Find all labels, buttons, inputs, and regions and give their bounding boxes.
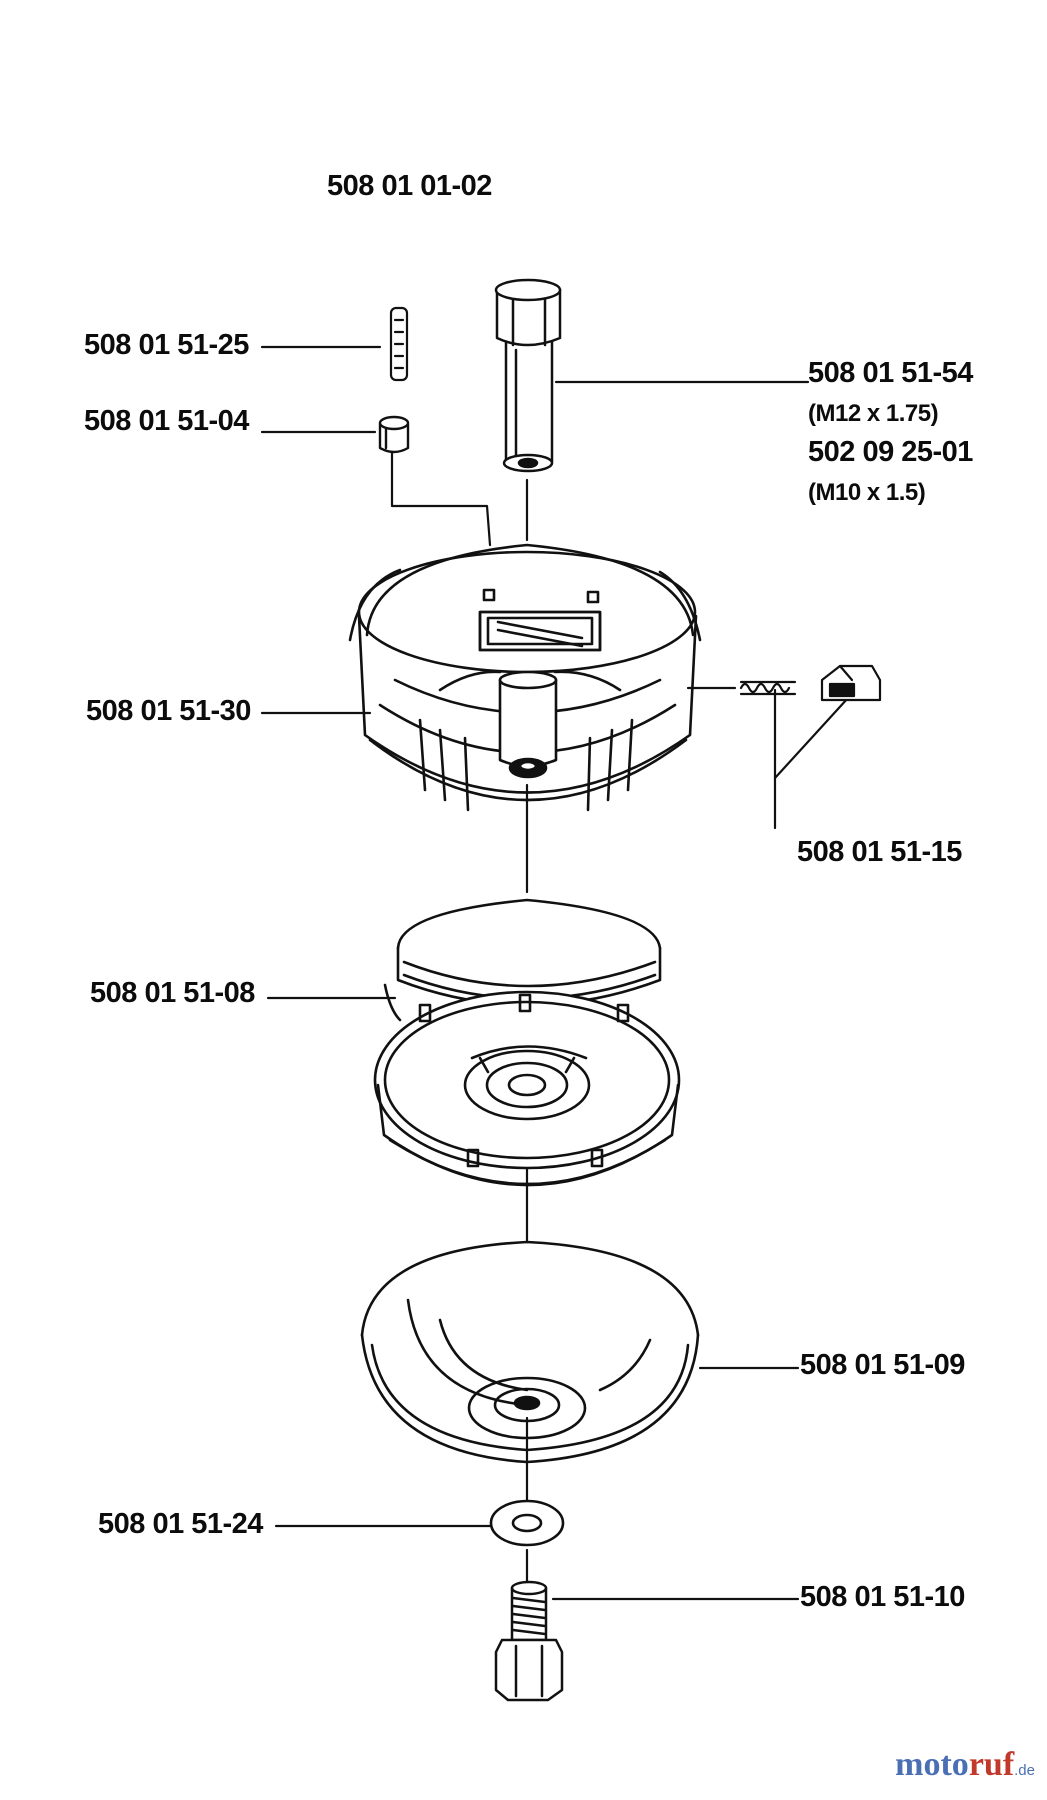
watermark-logo: motoruf.de <box>895 1748 1035 1782</box>
bolt-part <box>494 1580 564 1702</box>
spring-button-part <box>739 664 882 702</box>
part-label-adapter-bolt-alt: 502 09 25-01 <box>808 436 973 468</box>
assembly-number-label: 508 01 01-02 <box>327 170 492 202</box>
part-spec-adapter-bolt-alt: (M10 x 1.5) <box>808 479 926 506</box>
watermark-name-b: ruf <box>968 1746 1015 1783</box>
part-label-bolt: 508 01 51-10 <box>800 1581 965 1613</box>
part-label-spool: 508 01 51-08 <box>90 977 255 1009</box>
housing-part <box>348 543 702 812</box>
sleeve-part <box>378 415 410 454</box>
part-label-washer: 508 01 51-24 <box>98 1508 263 1540</box>
spool-part <box>373 898 681 1187</box>
part-label-adapter-bolt: 508 01 51-54 <box>808 357 973 389</box>
part-label-cover: 508 01 51-09 <box>800 1349 965 1381</box>
part-label-pin: 508 01 51-25 <box>84 329 249 361</box>
washer-part <box>489 1499 565 1547</box>
part-label-sleeve: 508 01 51-04 <box>84 405 249 437</box>
watermark-name-a: moto <box>895 1746 969 1783</box>
part-label-spring-button: 508 01 51-15 <box>797 836 962 868</box>
watermark-suffix: .de <box>1014 1762 1035 1779</box>
part-spec-adapter-bolt: (M12 x 1.75) <box>808 400 939 427</box>
pin-part <box>389 306 409 382</box>
adapter-bolt-part <box>494 278 562 473</box>
cover-part <box>360 1240 700 1464</box>
part-label-housing: 508 01 51-30 <box>86 695 251 727</box>
